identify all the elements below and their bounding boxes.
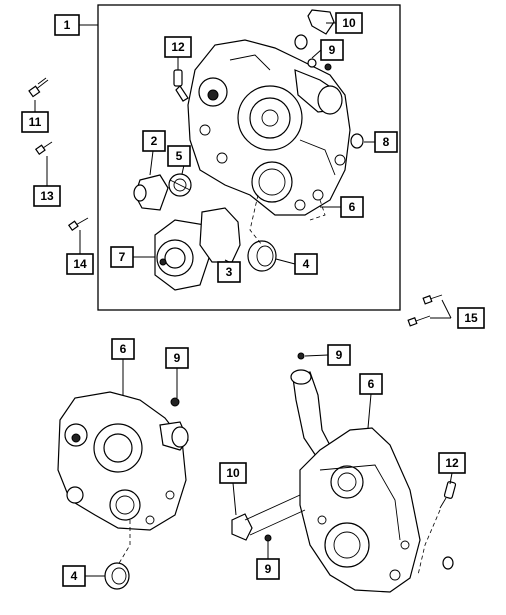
svg-text:9: 9 (174, 351, 181, 365)
timing-cover-bottom-left (57, 391, 189, 531)
callout-5: 5 (167, 145, 191, 167)
svg-text:14: 14 (73, 257, 87, 271)
svg-text:6: 6 (349, 200, 356, 214)
callout-8: 8 (374, 131, 398, 153)
callout-9-top: 9 (320, 39, 344, 61)
svg-text:11: 11 (29, 115, 42, 129)
timing-cover-assembly-top (187, 39, 351, 216)
callout-9-left: 9 (165, 347, 189, 369)
gasket-10-bottom (231, 513, 253, 541)
svg-text:15: 15 (464, 311, 478, 325)
plug-9-mid (297, 352, 305, 360)
callout-12-top: 12 (164, 36, 192, 58)
svg-text:9: 9 (336, 348, 343, 362)
svg-text:10: 10 (226, 466, 240, 480)
svg-text:5: 5 (176, 149, 183, 163)
seal-4-bottom (104, 562, 130, 590)
callout-6-right: 6 (359, 373, 383, 395)
svg-text:9: 9 (329, 43, 336, 57)
alignment-line-top-2 (309, 199, 326, 221)
o-ring-8 (350, 133, 364, 149)
plug-9-top (307, 58, 332, 71)
seal-4-top (247, 240, 277, 272)
plug-9-left (170, 397, 180, 407)
pipe-connector (244, 494, 306, 536)
assembly-frame (97, 4, 401, 311)
svg-text:4: 4 (303, 257, 310, 271)
thermostat-5 (168, 173, 192, 197)
callout-14: 14 (66, 253, 94, 275)
svg-text:6: 6 (368, 377, 375, 391)
water-pump-7 (154, 219, 211, 291)
timing-cover-bottom-right (290, 369, 421, 593)
sensor-12-bottom (439, 481, 457, 509)
callout-4-top: 4 (294, 253, 318, 275)
svg-text:4: 4 (71, 569, 78, 583)
callout-9-mid: 9 (327, 344, 351, 366)
bolt-11 (28, 77, 49, 98)
callout-2: 2 (142, 130, 166, 152)
bolts-15 (407, 294, 443, 327)
gasket-3 (199, 207, 241, 263)
alignment-line-bottom-left (117, 520, 131, 566)
callout-6-left: 6 (111, 338, 135, 360)
bolt-14 (67, 217, 89, 232)
o-ring-bottom (442, 556, 454, 570)
callout-9-bottom: 9 (256, 558, 280, 580)
svg-text:1: 1 (64, 18, 71, 32)
svg-text:12: 12 (171, 40, 185, 54)
svg-text:6: 6 (120, 342, 127, 356)
callout-7: 7 (110, 246, 134, 268)
svg-text:13: 13 (40, 189, 54, 203)
bolt-13 (34, 141, 53, 156)
o-ring-top (294, 34, 308, 50)
callout-6-top: 6 (340, 196, 364, 218)
gasket-10-top (307, 9, 335, 35)
svg-text:2: 2 (151, 134, 158, 148)
callout-15: 15 (457, 307, 485, 329)
callout-4-bottom: 4 (62, 565, 86, 587)
callout-12-bottom: 12 (438, 452, 466, 474)
svg-text:3: 3 (226, 265, 233, 279)
callout-3: 3 (217, 261, 241, 283)
leader-lines (34, 22, 453, 577)
callout-10-bottom: 10 (219, 462, 247, 484)
callout-11: 11 (21, 111, 49, 133)
sensor-12-top (173, 69, 189, 102)
svg-text:12: 12 (445, 456, 459, 470)
plug-9-bottom (264, 534, 272, 542)
callout-10-top: 10 (335, 12, 363, 34)
alignment-line-top-1 (249, 194, 263, 246)
alignment-line-bottom-right (417, 509, 441, 576)
thermostat-housing-2 (133, 174, 169, 211)
callout-13: 13 (33, 185, 61, 207)
callout-1: 1 (54, 14, 80, 36)
svg-text:8: 8 (383, 135, 390, 149)
svg-text:9: 9 (265, 562, 272, 576)
svg-text:7: 7 (119, 250, 126, 264)
svg-text:10: 10 (342, 16, 356, 30)
